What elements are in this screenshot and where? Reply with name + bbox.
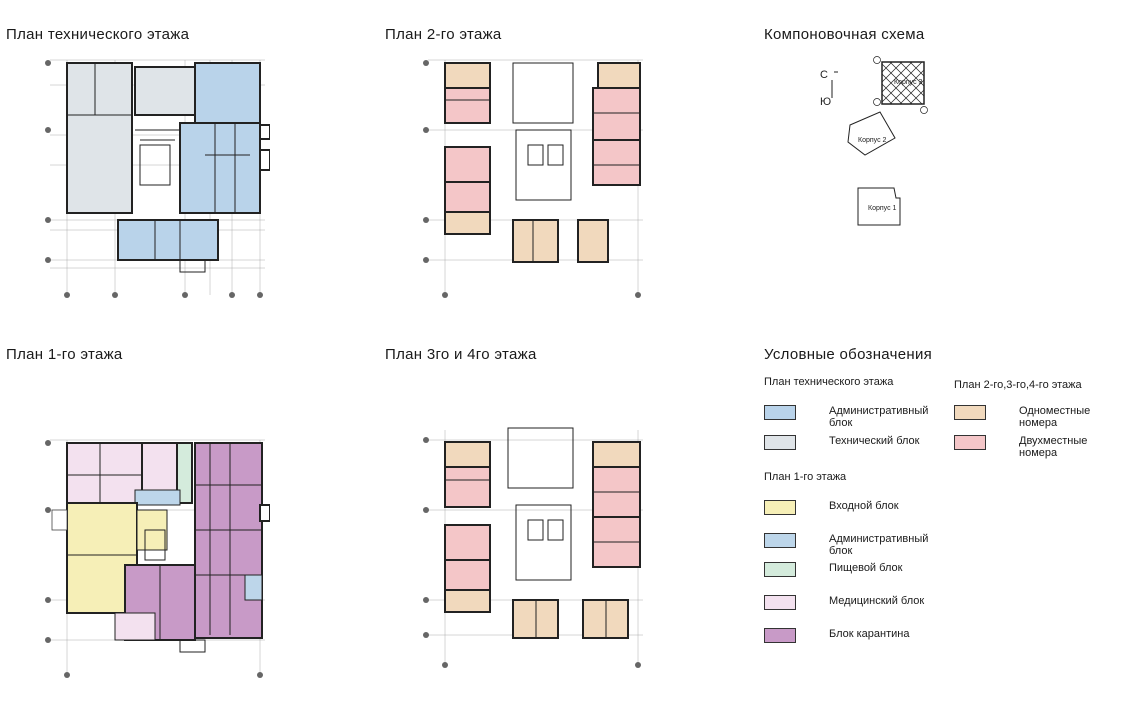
floor34-plan xyxy=(418,420,648,670)
legend-swatch xyxy=(764,628,796,643)
legend-label: Административный блок xyxy=(829,405,929,429)
legend-label: Пищевой блок xyxy=(829,562,903,574)
floor34-title: План 3го и 4го этажа xyxy=(385,346,537,363)
legend-tech-heading: План технического этажа xyxy=(764,376,894,388)
legend-item-quarantine: Блок карантина xyxy=(764,628,949,643)
legend-floor1-heading: План 1-го этажа xyxy=(764,471,847,483)
legend-label: Административный блок xyxy=(829,533,929,557)
building-1-label: Корпус 1 xyxy=(868,205,897,212)
layout-scheme-diagram: С Ю Корпус 3 Корпус 2 Корпус 1 xyxy=(810,50,940,245)
tech-floor-plan xyxy=(40,55,270,305)
building-2-label: Корпус 2 xyxy=(858,137,887,144)
legend-swatch xyxy=(764,435,796,450)
legend-title: Условные обозначения xyxy=(764,346,933,363)
legend-label: Двухместные номера xyxy=(1019,435,1088,459)
legend-item-food: Пищевой блок xyxy=(764,562,949,577)
south-label: Ю xyxy=(820,96,831,108)
building-3-label: Корпус 3 xyxy=(894,79,923,86)
floor2-plan xyxy=(418,55,648,305)
tech-floor-title: План технического этажа xyxy=(6,26,190,43)
legend-item-double-rooms: Двухместные номера xyxy=(954,435,1109,459)
legend-label: Входной блок xyxy=(829,500,899,512)
floor2-title: План 2-го этажа xyxy=(385,26,502,43)
legend-swatch xyxy=(954,435,986,450)
legend-label: Блок карантина xyxy=(829,628,910,640)
legend-item-entry: Входной блок xyxy=(764,500,949,515)
legend-swatch xyxy=(764,405,796,420)
floor1-plan xyxy=(40,435,270,685)
legend-swatch xyxy=(954,405,986,420)
legend-item-floor1-admin: Административный блок xyxy=(764,533,949,557)
legend-item-single-rooms: Одноместные номера xyxy=(954,405,1109,429)
floor1-title: План 1-го этажа xyxy=(6,346,123,363)
legend-floors-heading: План 2-го,3-го,4-го этажа xyxy=(954,379,1082,391)
legend-swatch xyxy=(764,562,796,577)
legend-label: Одноместные номера xyxy=(1019,405,1091,429)
legend-swatch xyxy=(764,500,796,515)
layout-scheme-title: Компоновочная схема xyxy=(764,26,925,43)
legend-item-tech-admin: Административный блок xyxy=(764,405,949,429)
legend-swatch xyxy=(764,595,796,610)
legend-label: Технический блок xyxy=(829,435,920,447)
legend-label: Медицинский блок xyxy=(829,595,925,607)
legend-item-tech-technical: Технический блок xyxy=(764,435,949,450)
legend-swatch xyxy=(764,533,796,548)
legend-item-medical: Медицинский блок xyxy=(764,595,949,610)
north-label: С xyxy=(820,69,828,81)
